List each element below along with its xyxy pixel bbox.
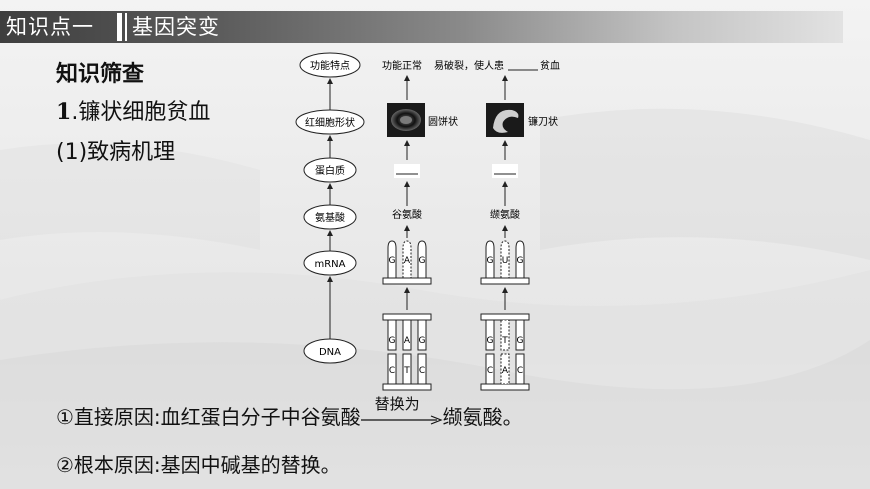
mrna-base: U bbox=[502, 256, 509, 266]
header-separator bbox=[117, 13, 122, 41]
level-protein: 蛋白质 bbox=[303, 157, 357, 183]
dna-base: C bbox=[389, 366, 395, 376]
normal-function-text: 功能正常 bbox=[382, 59, 422, 72]
dna-base: G bbox=[487, 336, 494, 346]
mrna-base: G bbox=[487, 256, 494, 266]
mutant-function-suffix: 贫血 bbox=[540, 59, 560, 72]
mutant-function-prefix: 易破裂，使人患 bbox=[434, 59, 504, 72]
dna-base: C bbox=[419, 366, 425, 376]
arrow-icon bbox=[360, 414, 443, 425]
mrna-base: G bbox=[517, 256, 524, 266]
normal-dna: G A G C T C bbox=[382, 313, 432, 391]
level-amino-acid: 氨基酸 bbox=[303, 204, 357, 230]
normal-pathway: 功能正常 圆饼状 谷氨酸 G A G bbox=[382, 59, 458, 391]
mutant-shape-label: 镰刀状 bbox=[528, 115, 558, 128]
normal-amino-acid: 谷氨酸 bbox=[392, 208, 422, 221]
dna-base: A bbox=[502, 366, 509, 376]
dna-base: G bbox=[517, 336, 524, 346]
normal-mrna: G A G bbox=[382, 240, 432, 285]
mutant-mrna: G U G bbox=[480, 240, 530, 285]
direct-cause-suffix: 缬氨酸。 bbox=[442, 405, 523, 429]
level-mrna: mRNA bbox=[303, 250, 357, 276]
dna-base: G bbox=[419, 336, 426, 346]
topic-title: 基因突变 bbox=[132, 15, 220, 39]
mrna-base: G bbox=[419, 256, 426, 266]
level-label: 红细胞形状 bbox=[305, 116, 355, 129]
replacement-arrow: 替换为 bbox=[360, 395, 443, 429]
dna-base: A bbox=[404, 336, 411, 346]
mutant-amino-acid: 缬氨酸 bbox=[490, 208, 520, 221]
knowledge-point-tag: 知识点一 bbox=[6, 15, 94, 39]
subsection-number: 1 bbox=[56, 99, 72, 125]
level-rbc-shape: 红细胞形状 bbox=[295, 109, 365, 135]
section-title: 知识筛查 bbox=[56, 62, 145, 87]
mutant-protein-blank bbox=[492, 164, 518, 178]
mrna-base: G bbox=[389, 256, 396, 266]
subsection-text: 镰状细胞贫血 bbox=[78, 100, 211, 125]
dna-base: C bbox=[487, 366, 493, 376]
arrow-label: 替换为 bbox=[374, 394, 420, 413]
mutant-pathway: 易破裂，使人患 贫血 镰刀状 缬氨酸 G U G bbox=[434, 59, 560, 391]
root-cause-line: ②根本原因:基因中碱基的替换。 bbox=[56, 453, 341, 477]
level-label: 蛋白质 bbox=[315, 164, 345, 177]
subsection-title: 1.镰状细胞贫血 bbox=[56, 99, 211, 125]
sickle-cell-mechanism-diagram: 功能特点 红细胞形状 蛋白质 氨基酸 mRNA DNA 功能正常 圆饼状 谷氨酸 bbox=[295, 52, 560, 391]
dna-base: T bbox=[403, 366, 410, 376]
level-functional-trait: 功能特点 bbox=[299, 52, 361, 78]
dna-base: T bbox=[501, 336, 508, 346]
rbc-center bbox=[400, 116, 412, 124]
sickle-cell bbox=[493, 109, 519, 133]
level-dna: DNA bbox=[303, 338, 357, 364]
mutant-dna: G T G C A C bbox=[480, 313, 530, 391]
dna-base: G bbox=[389, 336, 396, 346]
header-separator bbox=[125, 13, 127, 41]
direct-cause-line: ①直接原因:血红蛋白分子中谷氨酸替换为缬氨酸。 bbox=[56, 395, 523, 430]
mrna-base: A bbox=[404, 256, 411, 266]
level-label: 氨基酸 bbox=[315, 211, 345, 224]
header-bar bbox=[0, 11, 843, 43]
dna-base: C bbox=[517, 366, 523, 376]
level-label: DNA bbox=[319, 347, 341, 358]
direct-cause-prefix: ①直接原因:血红蛋白分子中谷氨酸 bbox=[56, 405, 361, 429]
subsubsection-title: (1)致病机理 bbox=[56, 140, 176, 165]
level-label: mRNA bbox=[314, 259, 345, 270]
level-label: 功能特点 bbox=[310, 59, 350, 72]
normal-protein-blank bbox=[394, 164, 420, 178]
normal-shape-label: 圆饼状 bbox=[428, 115, 458, 128]
